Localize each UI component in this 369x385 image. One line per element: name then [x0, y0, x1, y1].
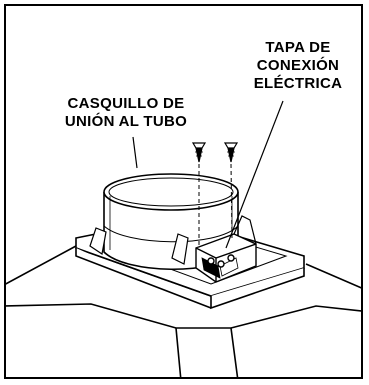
cover-label-line-3: ELÉCTRICA	[253, 75, 343, 92]
alignment-lines	[198, 163, 233, 246]
collar-label-line-1: CASQUILLO DE	[67, 95, 185, 112]
range-hood-diagram	[6, 100, 361, 377]
cover-label-line-2: CONEXIÓN	[256, 57, 340, 74]
illustration-frame: CASQUILLO DE UNIÓN AL TUBO TAPA DE CONEX…	[4, 4, 363, 379]
leader-lines	[132, 100, 284, 249]
electrical-cover-label: TAPA DE CONEXIÓN ELÉCTRICA	[228, 39, 361, 93]
hood-body	[6, 245, 361, 377]
collar-leader	[132, 136, 138, 169]
collar-label-line-2: UNIÓN AL TUBO	[64, 113, 188, 130]
screw-icon	[191, 142, 207, 163]
cover-leader	[225, 100, 284, 249]
screw-icon	[223, 142, 239, 163]
cover-label-line-1: TAPA DE	[265, 39, 331, 56]
collar-label: CASQUILLO DE UNIÓN AL TUBO	[36, 95, 216, 131]
electrical-cover	[195, 215, 257, 283]
